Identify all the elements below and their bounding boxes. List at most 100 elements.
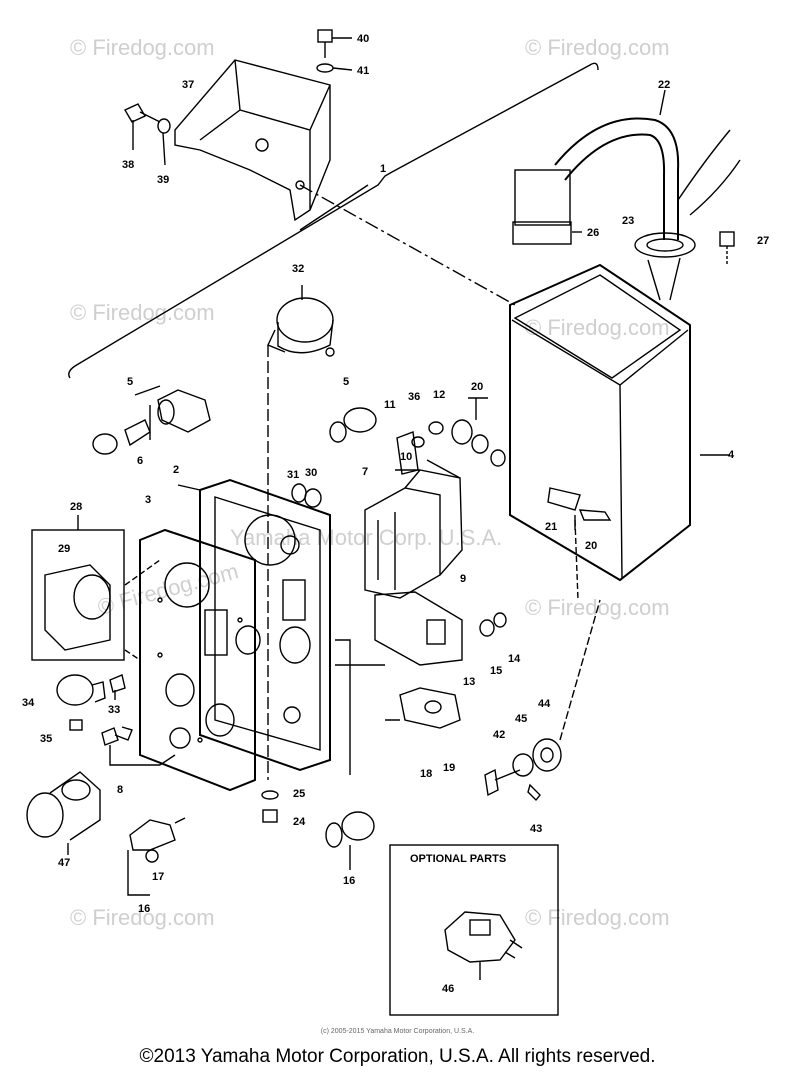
screw-36 xyxy=(411,436,425,448)
connector-housing xyxy=(512,221,572,245)
watermark-text: © Firedog.com xyxy=(525,35,670,60)
nut-14 xyxy=(493,612,507,628)
screw-24 xyxy=(262,809,278,823)
screw-20 xyxy=(578,509,612,521)
screw-33 xyxy=(109,674,126,693)
callout-37: 37 xyxy=(182,79,194,91)
callout-43: 43 xyxy=(530,823,542,835)
callout-47: 47 xyxy=(58,857,70,869)
callout-29: 29 xyxy=(58,543,70,555)
ignition-switch-47 xyxy=(26,792,64,838)
drawing xyxy=(26,29,741,1016)
nut-30 xyxy=(304,488,322,508)
washer-41 xyxy=(316,63,334,73)
callout-22: 22 xyxy=(658,79,670,91)
callout-38: 38 xyxy=(122,159,134,171)
screw-27 xyxy=(719,231,735,247)
lamp-socket-5 xyxy=(157,389,211,433)
connector-26 xyxy=(514,169,571,226)
grommet-23 xyxy=(634,232,696,258)
callout-11: 11 xyxy=(384,399,396,411)
washer-39 xyxy=(157,118,171,134)
callout-6: 6 xyxy=(137,455,143,467)
meter-29 xyxy=(44,564,111,651)
bracket-hole xyxy=(295,180,305,190)
callout-24: 24 xyxy=(293,816,306,828)
assembly-bracket-line xyxy=(68,62,599,379)
callout-33: 33 xyxy=(108,704,120,716)
callout-21: 21 xyxy=(545,521,557,533)
panel-opening xyxy=(244,514,296,566)
callout-20: 20 xyxy=(585,540,597,552)
callout-35: 35 xyxy=(40,733,52,745)
center-watermark: Yamaha Motor Corp. U.S.A. xyxy=(230,525,502,550)
bolt-42 xyxy=(484,768,521,797)
watermark-text: © Firedog.com xyxy=(70,35,215,60)
nut-31 xyxy=(291,483,307,503)
callout-23: 23 xyxy=(622,215,634,227)
clip-21 xyxy=(547,487,581,511)
callout-1: 1 xyxy=(380,163,386,175)
callout-16: 16 xyxy=(343,875,355,887)
callout-17: 17 xyxy=(152,871,164,883)
callout-32: 32 xyxy=(292,263,304,275)
optional-parts-title: OPTIONAL PARTS xyxy=(410,853,506,865)
optional-parts-box xyxy=(389,844,559,1016)
watermark-text: © Firedog.com xyxy=(70,905,215,930)
watermark-text: © Firedog.com xyxy=(70,300,215,325)
bracket-hole xyxy=(255,138,269,152)
callout-45: 45 xyxy=(515,713,527,725)
footer-copyright: ©2013 Yamaha Motor Corporation, U.S.A. A… xyxy=(139,1046,656,1067)
callout-labels: 1 2 3 4 5 5 6 7 8 9 10 11 12 13 14 15 16… xyxy=(22,33,769,995)
grommet-44 xyxy=(532,738,562,772)
callout-46: 46 xyxy=(442,983,454,995)
lens xyxy=(92,433,118,455)
callout-3: 3 xyxy=(145,494,151,506)
callout-44: 44 xyxy=(538,698,551,710)
washer-15 xyxy=(479,619,495,637)
callout-27: 27 xyxy=(757,235,769,247)
callout-34: 34 xyxy=(22,697,35,709)
washer-16 xyxy=(341,811,375,841)
callout-41: 41 xyxy=(357,65,369,77)
callout-30: 30 xyxy=(305,467,317,479)
callout-5: 5 xyxy=(127,376,133,388)
connector-13 xyxy=(374,591,463,666)
callout-4: 4 xyxy=(728,449,735,461)
callout-40: 40 xyxy=(357,33,369,45)
bulb-6 xyxy=(124,419,151,447)
callout-2: 2 xyxy=(173,464,179,476)
washer-5 xyxy=(343,407,377,433)
washer-45 xyxy=(512,753,534,777)
screw-40 xyxy=(317,29,333,43)
switch-32 xyxy=(276,297,334,343)
callout-10: 10 xyxy=(400,451,412,463)
callout-9: 9 xyxy=(460,573,466,585)
watermark-text: © Firedog.com xyxy=(525,905,670,930)
callout-20: 20 xyxy=(471,381,483,393)
watermarks: © Firedog.com © Firedog.com © Firedog.co… xyxy=(70,35,670,930)
panel-3 xyxy=(139,528,256,792)
screw-8 xyxy=(101,726,133,746)
callout-36: 36 xyxy=(408,391,420,403)
screw-12 xyxy=(428,421,444,435)
callout-18: 18 xyxy=(420,768,432,780)
washer-25 xyxy=(261,790,279,800)
footer-small-copyright: (c) 2005-2015 Yamaha Motor Corporation, … xyxy=(320,1028,475,1035)
callout-25: 25 xyxy=(293,788,305,800)
switch-16 xyxy=(129,819,176,851)
callout-5: 5 xyxy=(343,376,349,388)
callout-28: 28 xyxy=(70,501,82,513)
callout-42: 42 xyxy=(493,729,505,741)
callout-12: 12 xyxy=(433,389,445,401)
callout-8: 8 xyxy=(117,784,123,796)
knob-34 xyxy=(56,674,94,706)
part-46 xyxy=(444,911,516,963)
callout-13: 13 xyxy=(463,676,475,688)
screw-38 xyxy=(124,103,161,123)
callout-7: 7 xyxy=(362,466,368,478)
box-4 xyxy=(509,263,691,582)
callout-39: 39 xyxy=(157,174,169,186)
relay-9 xyxy=(404,469,463,576)
